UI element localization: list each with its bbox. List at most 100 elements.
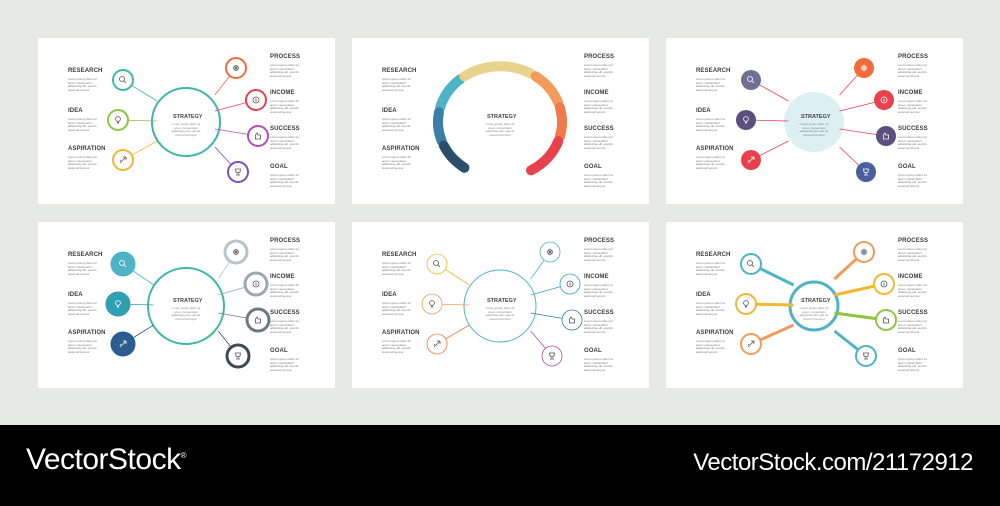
node-circle — [735, 293, 757, 315]
success-label: SUCCESS — [584, 126, 614, 132]
aspiration-label: ASPIRATION — [68, 146, 106, 152]
node-circle — [741, 70, 761, 90]
item-description: Lorem ipsum dolor sit amet, consectetur … — [270, 136, 299, 150]
aspiration-label: ASPIRATION — [382, 146, 420, 152]
item-description: Lorem ipsum dolor sit amet, consectetur … — [68, 262, 97, 276]
item-description: Lorem ipsum dolor sit amet, consectetur … — [584, 100, 613, 114]
node-circle — [223, 239, 249, 265]
arc-segment — [526, 136, 564, 176]
item-description: Lorem ipsum dolor sit amet, consectetur … — [696, 118, 725, 132]
center-circle — [147, 267, 225, 345]
rocket-icon — [747, 340, 755, 348]
item-description: Lorem ipsum dolor sit amet, consectetur … — [584, 174, 613, 188]
node-circle — [110, 251, 136, 277]
node-circle — [873, 273, 895, 295]
trophy-icon — [863, 352, 869, 360]
item-description: Lorem ipsum dolor sit amet, consectetur … — [270, 248, 299, 262]
gear-icon — [860, 64, 868, 72]
node-circle — [247, 125, 269, 147]
node-circle — [107, 109, 129, 131]
item-description: Lorem ipsum dolor sit amet, consectetur … — [696, 340, 725, 354]
aspiration-label: ASPIRATION — [68, 330, 106, 336]
item-description: Lorem ipsum dolor sit amet, consectetur … — [898, 284, 927, 298]
strategy-description: Lorem ipsum dolor sit amet, consectetur … — [485, 122, 515, 137]
center-circle — [784, 92, 844, 152]
research-label: RESEARCH — [382, 68, 417, 74]
item-description: Lorem ipsum dolor sit amet, consectetur … — [382, 262, 411, 276]
trophy-icon — [863, 168, 869, 176]
hand-icon — [255, 132, 261, 140]
idea-label: IDEA — [382, 108, 397, 114]
income-label: INCOME — [584, 274, 609, 280]
strategy-description: Lorem ipsum dolor sit amet, consectetur … — [799, 122, 829, 137]
arc-segment — [530, 71, 564, 108]
item-description: Lorem ipsum dolor sit amet, consectetur … — [68, 78, 97, 92]
item-description: Lorem ipsum dolor sit amet, consectetur … — [584, 64, 613, 78]
center-circle — [463, 269, 537, 343]
success-label: SUCCESS — [270, 310, 300, 316]
node-circle — [539, 241, 561, 263]
diagram-graphic — [433, 61, 567, 176]
item-description: Lorem ipsum dolor sit amet, consectetur … — [696, 78, 725, 92]
aspiration-label: ASPIRATION — [696, 146, 734, 152]
node-circle — [875, 309, 897, 331]
trophy-icon — [549, 352, 555, 360]
rocket-icon — [433, 340, 441, 348]
magnifier-icon — [433, 260, 441, 268]
arc-segment — [438, 140, 470, 173]
item-description: Lorem ipsum dolor sit amet, consectetur … — [696, 262, 725, 276]
strategy-description: Lorem ipsum dolor sit amet, consectetur … — [799, 306, 829, 321]
footer-bar — [0, 425, 1000, 506]
item-description: Lorem ipsum dolor sit amet, consectetur … — [584, 320, 613, 334]
diagram-graphic: $ — [421, 241, 583, 367]
item-description: Lorem ipsum dolor sit amet, consectetur … — [898, 358, 927, 372]
item-description: Lorem ipsum dolor sit amet, consectetur … — [898, 136, 927, 150]
idea-label: IDEA — [696, 108, 711, 114]
item-description: Lorem ipsum dolor sit amet, consectetur … — [270, 100, 299, 114]
item-description: Lorem ipsum dolor sit amet, consectetur … — [270, 64, 299, 78]
item-description: Lorem ipsum dolor sit amet, consectetur … — [270, 174, 299, 188]
success-label: SUCCESS — [270, 126, 300, 132]
infographic-panel-2: RESEARCH Lorem ipsum dolor sit amet, cons… — [352, 38, 649, 204]
income-label: INCOME — [898, 274, 923, 280]
research-label: RESEARCH — [68, 252, 103, 258]
item-description: Lorem ipsum dolor sit amet, consectetur … — [382, 78, 411, 92]
item-description: Lorem ipsum dolor sit amet, consectetur … — [898, 64, 927, 78]
strategy-label: STRATEGY — [173, 114, 203, 120]
item-description: Lorem ipsum dolor sit amet, consectetur … — [382, 156, 411, 170]
lightbulb-icon — [115, 116, 121, 124]
process-label: PROCESS — [584, 238, 615, 244]
aspiration-label: ASPIRATION — [382, 330, 420, 336]
hand-icon — [883, 316, 889, 324]
item-description: Lorem ipsum dolor sit amet, consectetur … — [270, 284, 299, 298]
income-label: INCOME — [898, 90, 923, 96]
item-description: Lorem ipsum dolor sit amet, consectetur … — [696, 156, 725, 170]
item-description: Lorem ipsum dolor sit amet, consectetur … — [696, 302, 725, 316]
item-description: Lorem ipsum dolor sit amet, consectetur … — [898, 174, 927, 188]
item-description: Lorem ipsum dolor sit amet, consectetur … — [68, 340, 97, 354]
coin-icon: $ — [252, 280, 260, 288]
goal-label: GOAL — [898, 348, 916, 354]
item-description: Lorem ipsum dolor sit amet, consectetur … — [584, 136, 613, 150]
item-description: Lorem ipsum dolor sit amet, consectetur … — [382, 340, 411, 354]
item-description: Lorem ipsum dolor sit amet, consectetur … — [68, 118, 97, 132]
lightbulb-icon — [743, 116, 749, 124]
coin-icon: $ — [252, 96, 260, 104]
goal-label: GOAL — [584, 164, 602, 170]
rocket-icon — [119, 340, 127, 348]
strategy-description: Lorem ipsum dolor sit amet, consectetur … — [485, 306, 515, 321]
success-label: SUCCESS — [898, 310, 928, 316]
income-label: INCOME — [270, 274, 295, 280]
node-circle — [112, 69, 134, 91]
strategy-label: STRATEGY — [487, 298, 517, 304]
gear-icon — [232, 64, 240, 72]
trophy-icon — [235, 352, 241, 360]
coin-icon: $ — [566, 280, 574, 288]
process-label: PROCESS — [584, 54, 615, 60]
node-circle — [243, 271, 269, 297]
item-description: Lorem ipsum dolor sit amet, consectetur … — [270, 358, 299, 372]
node-circle — [421, 293, 443, 315]
gear-icon — [546, 248, 554, 256]
